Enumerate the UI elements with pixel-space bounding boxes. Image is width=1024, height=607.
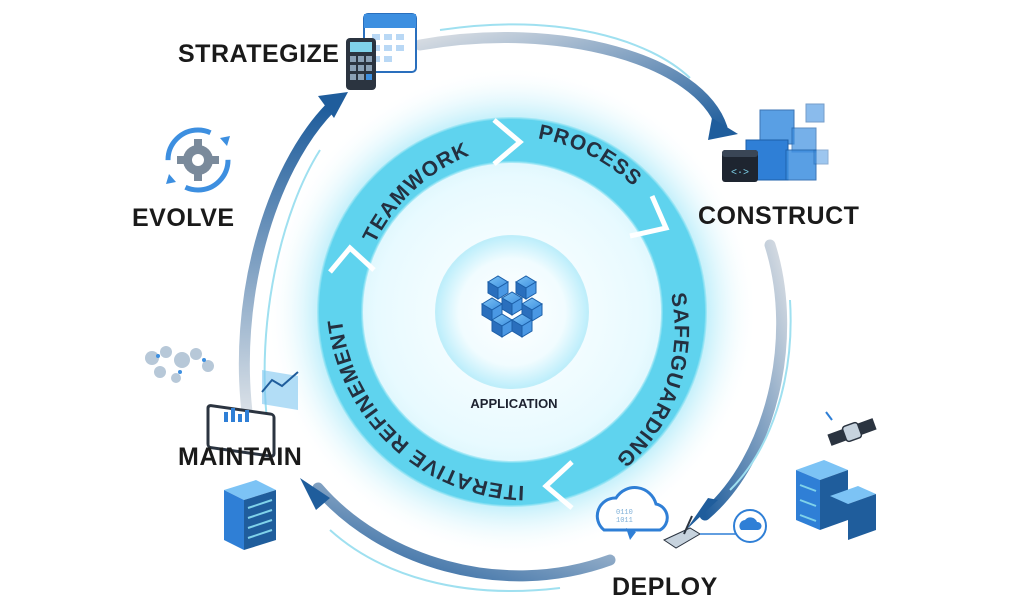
arc-maintain-strategize	[238, 102, 336, 426]
ring-band	[318, 118, 706, 506]
ring-outline-outer	[317, 117, 707, 507]
arrowhead-deploy	[686, 498, 718, 530]
stage-label-deploy: DEPLOY	[612, 573, 718, 601]
center-label-application: APPLICATION	[470, 396, 558, 411]
ring-chevron-1	[492, 118, 524, 166]
ring-chevron-4	[328, 244, 376, 274]
stage-label-maintain: MAINTAIN	[178, 443, 303, 471]
world-map-analytics-icon	[145, 346, 299, 458]
arrowhead-strategize	[318, 92, 348, 118]
arc-strategize-construct	[414, 32, 728, 134]
ring-chevron-3	[542, 460, 574, 510]
svg-text:1011: 1011	[616, 517, 633, 525]
arc-accent-top	[439, 23, 691, 79]
gear-cycle-icon	[165, 127, 231, 193]
server-rack-icon	[224, 480, 276, 550]
arc-deploy-maintain	[312, 482, 616, 582]
arrowhead-maintain	[300, 478, 330, 510]
arc-accent-bottom	[329, 529, 561, 592]
code-cubes-icon: <·>	[722, 103, 829, 182]
svg-text:0110: 0110	[616, 509, 633, 517]
inner-ring	[317, 117, 707, 510]
arc-construct-deploy	[699, 239, 788, 521]
stage-label-construct: CONSTRUCT	[698, 202, 860, 230]
ring-outline-inner	[361, 161, 663, 463]
arrowhead-construct	[708, 118, 738, 140]
outer-cycle	[238, 23, 792, 592]
stage-label-evolve: EVOLVE	[132, 204, 235, 232]
stage-label-strategize: STRATEGIZE	[178, 40, 340, 68]
cube-cluster-icon	[481, 275, 543, 338]
arc-accent-right	[729, 299, 792, 491]
calculator-calendar-icon	[346, 13, 417, 90]
svg-text:<·>: <·>	[731, 168, 749, 179]
ring-chevron-2	[629, 194, 670, 239]
